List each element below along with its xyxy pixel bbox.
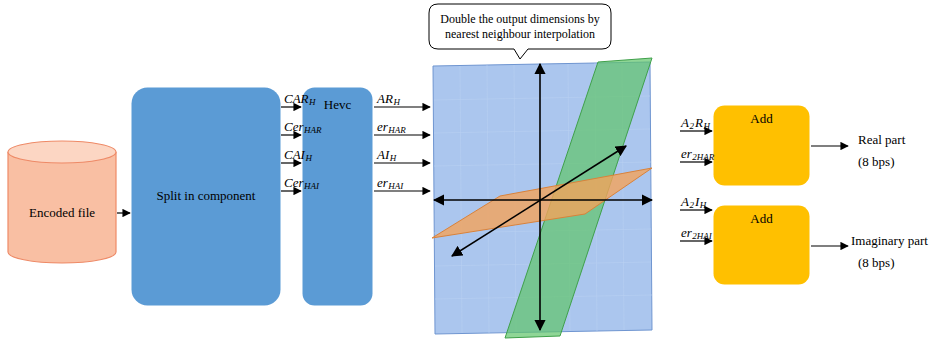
output-label: (8 bps) bbox=[858, 256, 894, 269]
output-label: (8 bps) bbox=[858, 155, 894, 168]
signal-name: I bbox=[695, 195, 699, 208]
signal-name: er bbox=[681, 226, 692, 239]
signal-subscript: H bbox=[393, 98, 400, 107]
signal-name: CAR bbox=[284, 92, 309, 105]
signal-name: AI bbox=[377, 148, 389, 161]
output-label: Real part bbox=[858, 133, 905, 146]
signal-name: er bbox=[681, 147, 692, 160]
add-box: Add bbox=[713, 105, 810, 186]
axis-vertical bbox=[539, 64, 541, 330]
node-text: Hevc bbox=[324, 97, 351, 113]
orange-plane bbox=[432, 168, 652, 238]
signal-name: AR bbox=[377, 92, 393, 105]
signal-subscript: H bbox=[700, 201, 707, 210]
signal-name: Cer bbox=[284, 120, 304, 133]
axis-depth bbox=[452, 146, 626, 256]
signal-subscript: 2 bbox=[689, 122, 694, 131]
signal-name: A bbox=[681, 116, 689, 129]
node-text: Double the output dimensions by nearest … bbox=[434, 12, 606, 42]
signal-subscript: 2 bbox=[689, 201, 694, 210]
signal-subscript: 2HAI bbox=[692, 232, 712, 241]
signal-arrow bbox=[117, 212, 130, 213]
node-text: Add bbox=[750, 111, 772, 127]
signal-subscript: H bbox=[390, 154, 397, 163]
add-box: Add bbox=[713, 205, 810, 285]
process-box-outline bbox=[302, 87, 373, 306]
node-text: Split in component bbox=[157, 188, 256, 204]
signal-name: er bbox=[377, 176, 388, 189]
signal-arrow bbox=[281, 190, 301, 191]
signal-name: A bbox=[681, 195, 689, 208]
storage-cylinder-outline bbox=[7, 140, 117, 264]
signal-subscript: H bbox=[309, 98, 316, 107]
signal-name: er bbox=[377, 120, 388, 133]
signal-name: R bbox=[695, 116, 703, 129]
signal-subscript: HAI bbox=[304, 182, 319, 191]
signal-subscript: 2HAR bbox=[692, 153, 714, 162]
signal-subscript: HAI bbox=[388, 182, 403, 191]
node-text: Encoded file bbox=[29, 205, 95, 221]
signal-arrow bbox=[281, 106, 301, 107]
signal-name: Cer bbox=[284, 176, 304, 189]
signal-arrow bbox=[281, 134, 301, 135]
process-box: Split in component bbox=[131, 87, 281, 306]
axis-horizontal bbox=[434, 199, 652, 201]
output-label: Imaginary part bbox=[851, 234, 928, 247]
signal-arrow bbox=[281, 162, 301, 163]
storage-cylinder: Encoded file bbox=[7, 140, 117, 264]
signal-subscript: H bbox=[703, 122, 710, 131]
signal-subscript: HAR bbox=[304, 126, 322, 135]
callout-box: Double the output dimensions by nearest … bbox=[428, 3, 612, 50]
signal-subscript: HAR bbox=[388, 126, 406, 135]
signal-subscript: H bbox=[305, 154, 312, 163]
process-box: Hevc bbox=[302, 87, 373, 306]
signal-name: CAI bbox=[284, 148, 305, 161]
node-text: Add bbox=[750, 211, 772, 227]
